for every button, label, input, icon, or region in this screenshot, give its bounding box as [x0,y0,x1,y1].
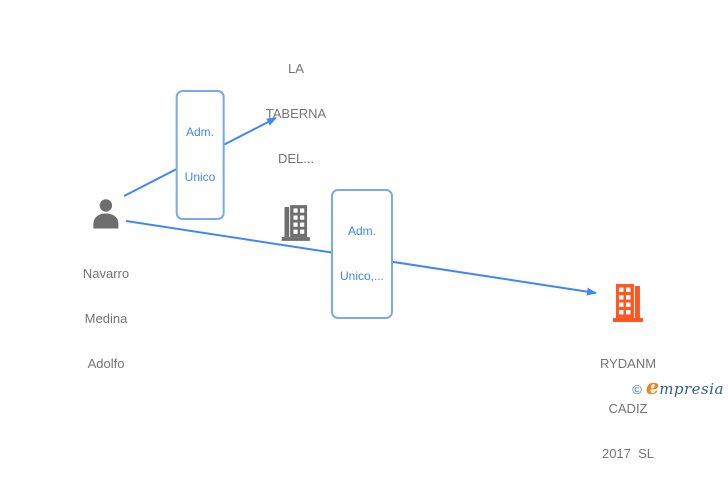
edge-label-adm-unico[interactable]: Adm. Unico [175,90,225,220]
edge-label-line: Unico,... [339,269,385,283]
person-name: Navarro Medina Adolfo [83,236,129,401]
person-name-line: Adolfo [87,356,125,371]
edge-label-line: Adm. [347,224,377,238]
company-right-name-line: 2017 SL [601,446,655,461]
company-right-name: RYDANM CADIZ 2017 SL [600,326,656,491]
company-top-name-line: LA [288,61,304,76]
edge-label-line: Unico [184,170,216,184]
person-icon [89,199,123,229]
empresia-logo[interactable]: © e mpresia [632,374,724,399]
company-building-icon [611,284,645,322]
edge-label-adm-unico-more[interactable]: Adm. Unico,... [330,189,394,319]
edge-label-line: Adm. [185,125,214,139]
company-top-name-line: DEL... [277,151,315,166]
copyright-icon: © [632,382,642,397]
brand-initial: e [645,374,660,399]
company-right-name-line: CADIZ [608,401,648,416]
company-right-name-line: RYDANM [599,356,657,371]
person-name-line: Navarro [82,266,130,281]
brand-name: mpresia [659,380,724,398]
node-la-taberna[interactable]: LA TABERNA DEL... [266,31,326,241]
relationship-graph: Navarro Medina Adolfo LA TABERNA DEL... [83,31,724,461]
person-name-line: Medina [84,311,128,326]
company-top-name: LA TABERNA DEL... [266,31,326,196]
node-person[interactable]: Navarro Medina Adolfo [83,199,129,401]
company-top-name-line: TABERNA [265,106,327,121]
company-building-icon [280,205,312,241]
